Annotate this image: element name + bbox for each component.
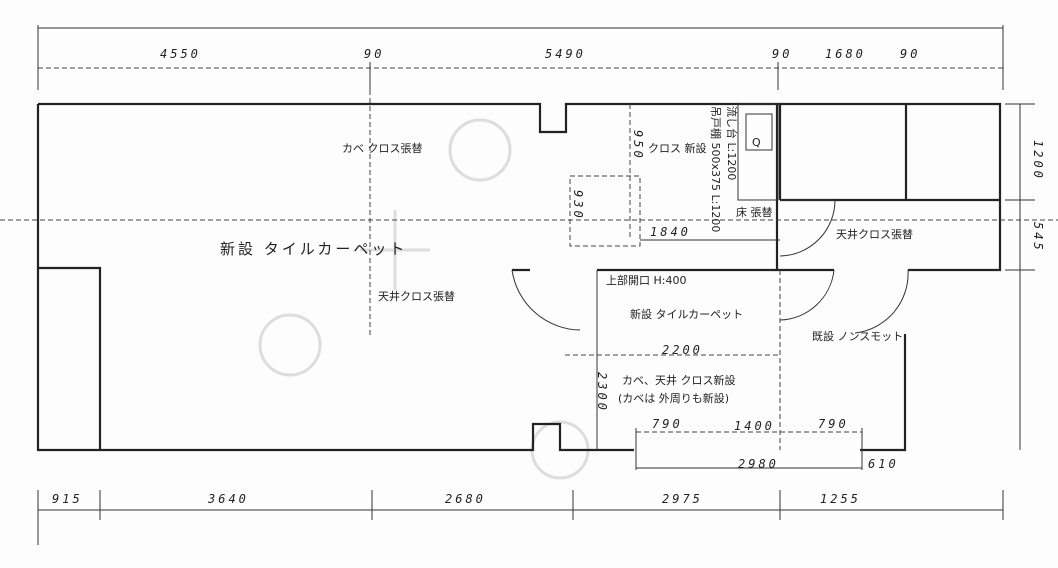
label-cloth-new: クロス 新設	[648, 141, 707, 155]
label-wall-cloth: カベ クロス張替	[342, 141, 423, 155]
dim-left-seg: 790	[652, 417, 683, 431]
dim-top-2: 90	[364, 47, 384, 61]
dim-top-4: 90	[772, 47, 792, 61]
label-room-note-2: (カベは 外周りも新設)	[618, 391, 729, 405]
label-upper-opening: 上部開口 H:400	[606, 273, 686, 287]
interior-dimensions: 950 930 1840 2200 2300 790 1400 790 2980…	[571, 130, 1045, 471]
dim-top-6: 90	[900, 47, 920, 61]
label-ceiling-cloth-left: 天井クロス張替	[378, 289, 455, 303]
dim-top-3: 5490	[545, 47, 586, 61]
label-hanging-cabinet: 吊戸棚 500x375 L:1200	[709, 106, 723, 232]
dim-bottom-4: 2975	[662, 492, 703, 506]
dim-bottom-5: 1255	[820, 492, 861, 506]
dim-room-width: 2200	[662, 343, 703, 357]
dim-bottom-1: 915	[52, 492, 83, 506]
sink-mark: Q	[752, 136, 761, 149]
interior-lines: Q	[0, 90, 1058, 470]
label-room-note-1: カベ、天井 クロス新設	[622, 373, 736, 387]
dim-room-depth: 2300	[595, 372, 609, 413]
dim-kitchen-width: 1840	[650, 225, 691, 239]
dim-mid-seg: 1400	[734, 419, 775, 433]
dim-kitchen-depth: 950	[631, 130, 645, 161]
label-ceiling-cloth-right: 天井クロス張替	[836, 227, 913, 241]
dim-right-2: 545	[1031, 222, 1045, 253]
label-floor-note: 床 張替	[736, 205, 773, 219]
dim-bottom-2: 3640	[207, 492, 249, 506]
dim-top-5: 1680	[825, 47, 866, 61]
dim-opening-total: 2980	[738, 457, 779, 471]
bottom-dimensions: 915 3640 2680 2975 1255	[37, 490, 1004, 545]
dim-right-seg: 790	[818, 417, 849, 431]
label-main-floor: 新設 タイルカーペット	[220, 240, 407, 258]
label-sink: 流し台 L:1200	[725, 106, 739, 180]
dim-top-1: 4550	[160, 47, 201, 61]
dim-cabinet: 930	[571, 190, 585, 221]
dim-side: 610	[868, 457, 899, 471]
dim-right-1: 1200	[1031, 140, 1045, 181]
label-room-floor: 新設 タイルカーペット	[630, 307, 743, 321]
walls	[36, 102, 1002, 452]
top-dimensions: 4550 90 5490 90 1680 90	[37, 25, 1004, 90]
dim-bottom-3: 2680	[445, 492, 486, 506]
label-existing-floor: 既設 ノンスモット	[812, 329, 903, 343]
